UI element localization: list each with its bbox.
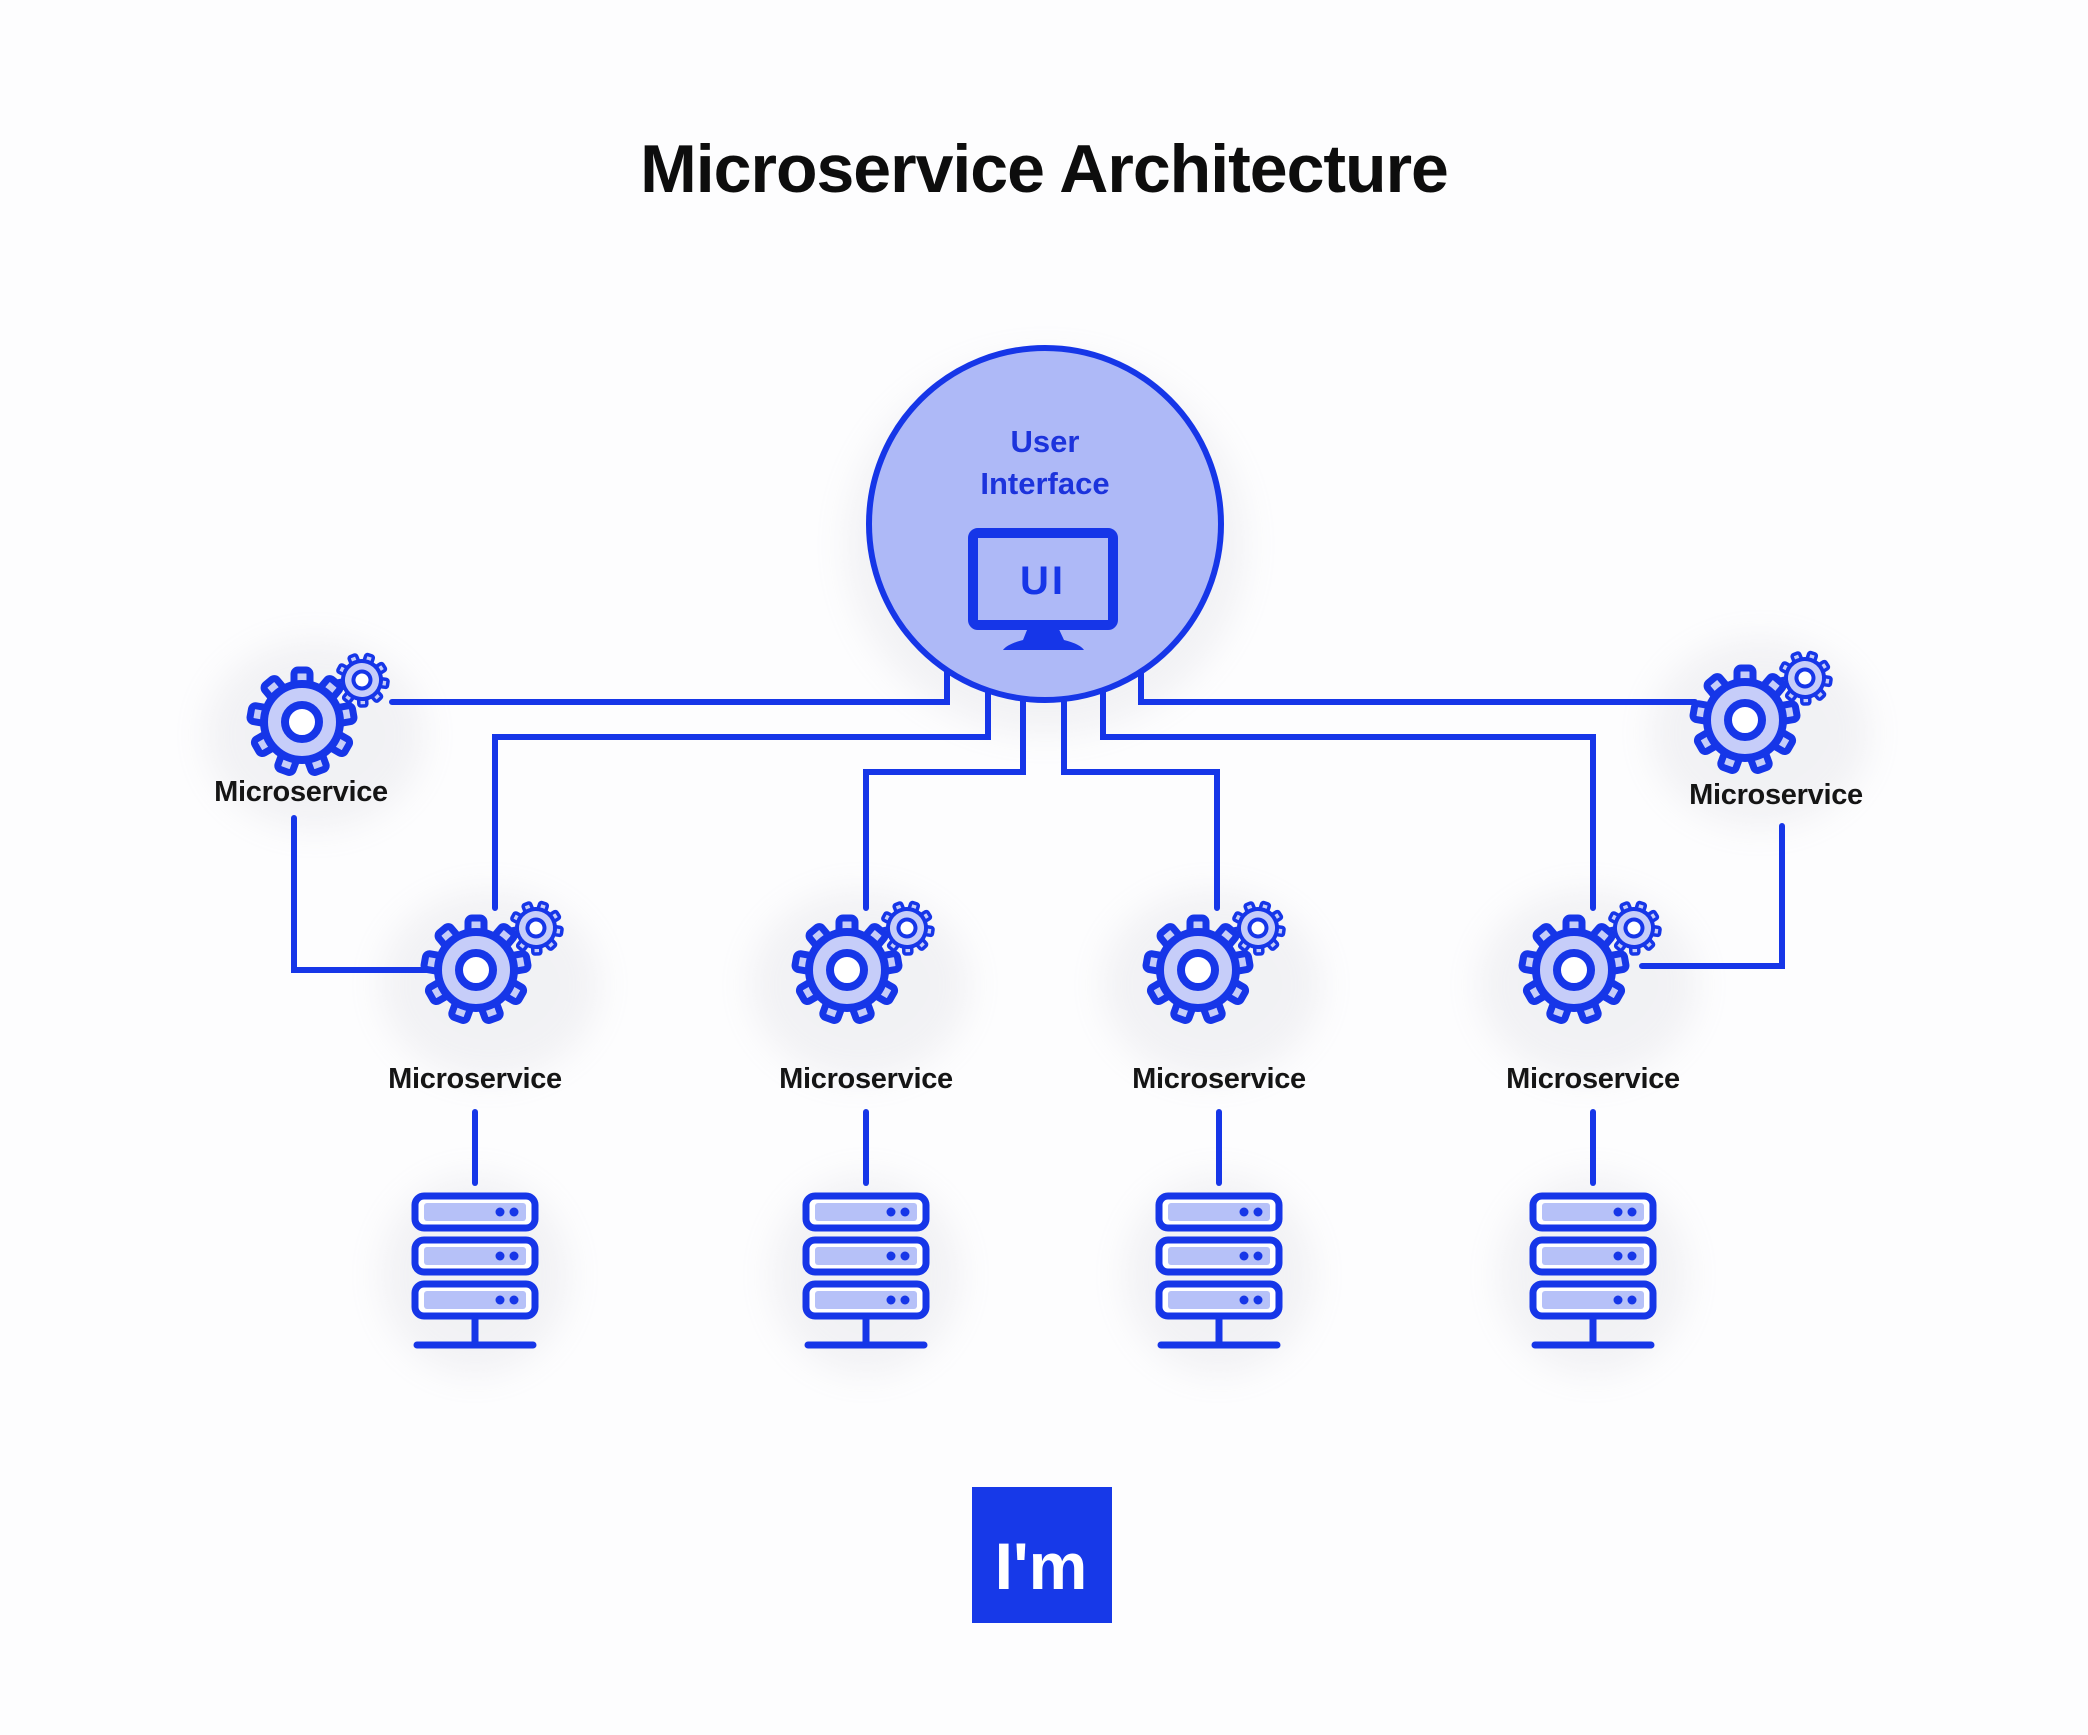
microservice-label: Microservice [388,1063,562,1095]
microservice-label: Microservice [779,1063,953,1095]
connector-line [291,815,429,973]
connector-line [1639,823,1785,969]
microservice-labels: Microservice Microservice Microservice M… [214,776,1863,1095]
hub-label-line1: User [1011,424,1080,459]
logo-badge: I'm [972,1487,1112,1623]
connector-line [1138,642,1698,705]
microservice-label: Microservice [1689,779,1863,811]
hub-circle [866,345,1224,703]
monitor-text: UI [1020,559,1066,603]
connector-line [1061,642,1220,911]
monitor-icon: UI [968,528,1118,650]
hub-label-line2: Interface [980,466,1109,501]
logo-background [972,1487,1112,1623]
logo-text: I'm [995,1529,1088,1603]
microservice-label: Microservice [214,776,388,808]
connector-line [863,642,1026,911]
user-interface-node: User Interface UI [866,345,1224,703]
datastores [415,1196,1653,1345]
connector-line [389,637,950,705]
microservice-label: Microservice [1132,1063,1306,1095]
diagram-title: Microservice Architecture [640,131,1448,207]
microservice-label: Microservice [1506,1063,1680,1095]
